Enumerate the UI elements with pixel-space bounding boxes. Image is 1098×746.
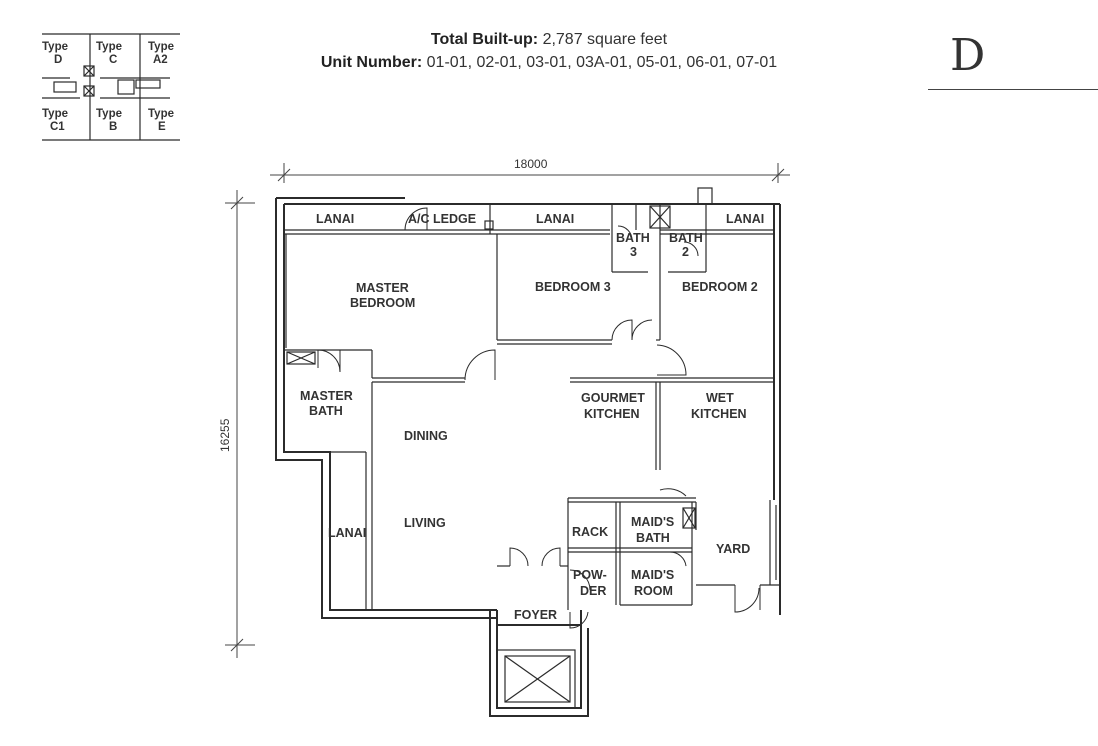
- key-plan-label-a2-line2: A2: [153, 54, 168, 66]
- room-gourmet-kitchen-line2: KITCHEN: [584, 407, 640, 421]
- key-plan-label-e-line1: Type: [148, 108, 174, 120]
- built-up-label: Total Built-up:: [430, 31, 539, 48]
- room-yard: YARD: [716, 542, 750, 556]
- room-bath3-line1: BATH: [616, 231, 650, 245]
- unit-number-line: Unit Number: 01-01, 02-01, 03-01, 03A-01…: [0, 51, 1098, 74]
- key-plan-label-c1-line2: C1: [50, 121, 65, 133]
- room-master-bedroom-line2: BEDROOM: [350, 296, 415, 310]
- dimension-lines: [225, 163, 790, 658]
- room-powder-line1: POW-: [573, 568, 607, 582]
- unit-number-value: 01-01, 02-01, 03-01, 03A-01, 05-01, 06-0…: [426, 54, 778, 71]
- key-plan-label-c1-line1: Type: [42, 108, 68, 120]
- room-bath2-line2: 2: [682, 245, 689, 259]
- key-plan-label-d-line2: D: [54, 54, 62, 66]
- room-master-bath-line2: BATH: [309, 404, 343, 418]
- key-plan-label-e-line2: E: [158, 121, 166, 133]
- room-lanai-living: LANAI: [328, 526, 366, 540]
- unit-type-underline: [928, 89, 1098, 90]
- room-bath3-line2: 3: [630, 245, 637, 259]
- room-dining: DINING: [404, 429, 448, 443]
- height-dimension: 16255: [218, 418, 232, 452]
- room-gourmet-kitchen-line1: GOURMET: [581, 391, 645, 405]
- room-lanai-bedroom2: LANAI: [726, 212, 764, 226]
- room-bedroom3: BEDROOM 3: [535, 280, 611, 294]
- width-dimension: 18000: [514, 157, 548, 171]
- room-bath2-line1: BATH: [669, 231, 703, 245]
- room-maids-bath-line2: BATH: [636, 531, 670, 545]
- outer-walls: [275, 197, 781, 717]
- room-rack: RACK: [572, 525, 608, 539]
- door-swings: [317, 207, 761, 629]
- key-plan-label-c-line2: C: [109, 54, 117, 66]
- room-ac-ledge: A/C LEDGE: [408, 212, 476, 226]
- unit-type-letter: D: [950, 30, 986, 81]
- room-maids-room-line1: MAID'S: [631, 568, 674, 582]
- room-bedroom2: BEDROOM 2: [682, 280, 758, 294]
- key-plan-label-a2-line1: Type: [148, 41, 174, 53]
- unit-number-label: Unit Number:: [320, 54, 423, 71]
- built-up-value: 2,787 square feet: [542, 31, 668, 48]
- room-wet-kitchen-line1: WET: [706, 391, 734, 405]
- key-plan-label-b-line1: Type: [96, 108, 122, 120]
- room-powder-line2: DER: [580, 584, 606, 598]
- room-lanai-master: LANAI: [316, 212, 354, 226]
- key-plan-label-c-line1: Type: [96, 41, 122, 53]
- room-master-bath-line1: MASTER: [300, 389, 353, 403]
- key-plan-label-d-line1: Type: [42, 41, 68, 53]
- room-lanai-bedroom3: LANAI: [536, 212, 574, 226]
- room-master-bedroom-line1: MASTER: [356, 281, 409, 295]
- key-plan-label-b-line2: B: [109, 121, 117, 133]
- built-up-line: Total Built-up: 2,787 square feet: [0, 28, 1098, 51]
- room-living: LIVING: [404, 516, 446, 530]
- room-wet-kitchen-line2: KITCHEN: [691, 407, 747, 421]
- unit-info-header: Total Built-up: 2,787 square feet Unit N…: [0, 28, 1098, 74]
- key-plan: Type D Type C Type A2 Type C1 Type B Typ…: [42, 33, 180, 141]
- interior-walls: [284, 187, 780, 709]
- room-labels: LANAI A/C LEDGE LANAI BATH 3 BATH 2 LANA…: [300, 212, 764, 622]
- room-foyer: FOYER: [514, 608, 557, 622]
- room-maids-bath-line1: MAID'S: [631, 515, 674, 529]
- room-maids-room-line2: ROOM: [634, 584, 673, 598]
